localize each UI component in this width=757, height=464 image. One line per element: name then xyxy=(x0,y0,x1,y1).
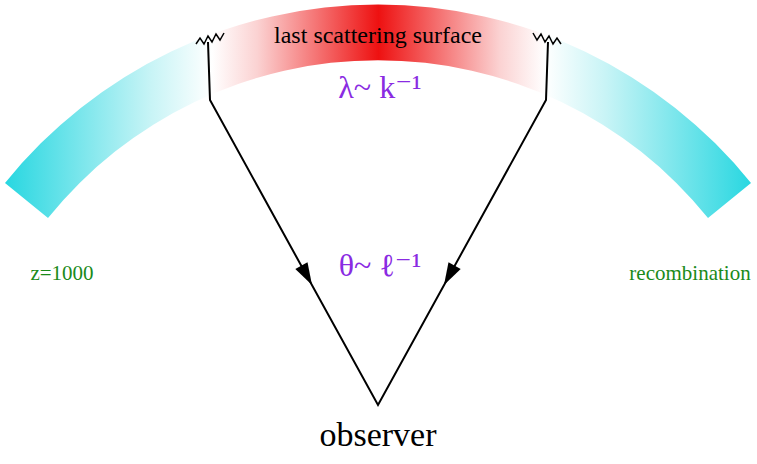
arrowhead xyxy=(444,262,461,285)
light-ray xyxy=(208,42,548,405)
observer-label: observer xyxy=(319,416,436,453)
surface-label: last scattering surface xyxy=(274,22,482,48)
arrowhead xyxy=(295,262,312,285)
redshift-label: z=1000 xyxy=(30,262,93,285)
last-scattering-band xyxy=(5,5,751,218)
recombination-label: recombination xyxy=(629,262,750,285)
wavelength-label: λ~ k⁻¹ xyxy=(338,70,421,105)
wiggle xyxy=(196,33,224,44)
angle-label: θ~ ℓ⁻¹ xyxy=(339,248,421,283)
